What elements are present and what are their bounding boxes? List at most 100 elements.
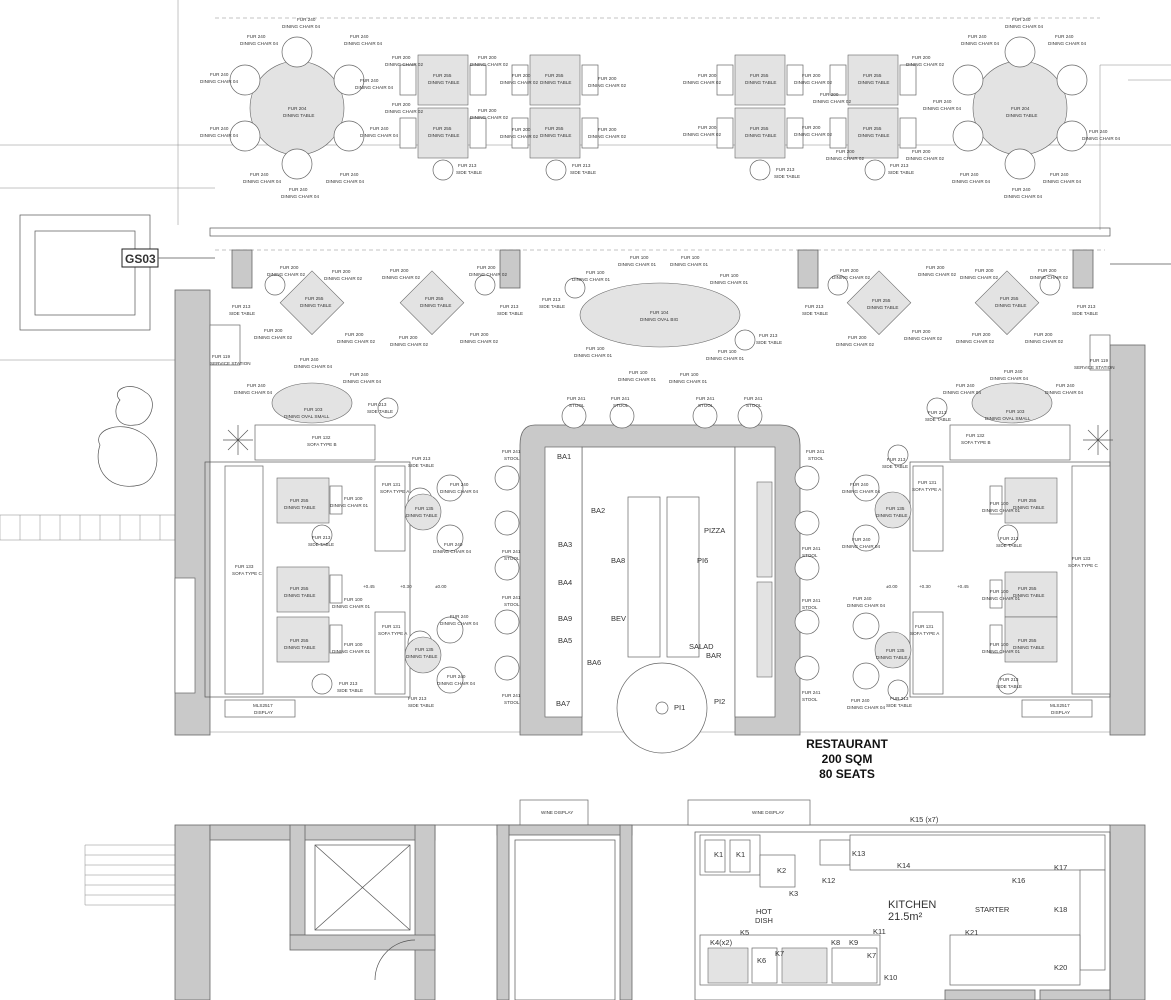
tag-code: FUR 213 (759, 333, 778, 338)
kitchen-code: K1 (714, 850, 723, 859)
tag-code: FUR 100 (990, 642, 1009, 647)
tag-code: FUR 200 (390, 268, 409, 273)
tag-code: FUR 200 (478, 55, 497, 60)
tag-code: FUR 100 (344, 642, 363, 647)
tag-code: FUR 200 (399, 335, 418, 340)
sofa-area-left: FUR 255 DINING TABLE FUR 255 DINING TABL… (204, 424, 433, 718)
tag-code: FUR 100 (990, 501, 1009, 506)
tag-label: DINING CHAIR 04 (343, 379, 381, 384)
tree-shape (115, 386, 153, 426)
tag-code: FUR 119 (1090, 358, 1108, 363)
tag-label: DINING OVAL SMALL (284, 414, 330, 419)
tag-label: DINING CHAIR 02 (385, 62, 423, 67)
tag-label: SERVICE STATION (1074, 365, 1115, 370)
tag-code: FUR 240 (247, 383, 266, 388)
tag-label: DINING CHAIR 02 (254, 335, 292, 340)
tag-code: FUR 100 (586, 346, 605, 351)
tag-code: FUR 133 (1072, 556, 1091, 561)
tag-code: FUR 240 (360, 78, 379, 83)
tag-code: FUR 240 (300, 357, 319, 362)
bar-code: BA9 (558, 614, 572, 623)
tag-code: FUR 131 (918, 480, 937, 485)
tag-label: DINING CHAIR 04 (281, 194, 319, 199)
kitchen-code: K11 (873, 927, 886, 936)
tag-code: FUR 255 (433, 73, 452, 78)
tag-label: DINING CHAIR 04 (440, 489, 478, 494)
kitchen-code: K21 (965, 928, 978, 937)
tag-label: DINING CHAIR 04 (1004, 194, 1042, 199)
tag-code: FUR 213 (1077, 304, 1096, 309)
tag-label: DINING TABLE (1013, 645, 1044, 650)
tag-code: FUR 240 (370, 126, 389, 131)
tag-label: DINING CHAIR 01 (670, 262, 708, 267)
level-marks: +0.45 +0.30 ±0.00 ±0.00 +0.30 +0.45 (363, 584, 969, 589)
tag-code: FUR 240 (852, 537, 871, 542)
tag-label: SIDE TABLE (996, 684, 1022, 689)
tag-code: FUR 241 (806, 449, 825, 454)
tag-label: SOFA TYPE A (912, 487, 942, 492)
tag-label: DINING CHAIR 01 (710, 280, 748, 285)
tag-label: DINING TABLE (406, 513, 437, 518)
tag-code: FUR 200 (512, 73, 531, 78)
wine-displays: WINE DISPLAY WINE DISPLAY (519, 799, 811, 826)
tag-code: FUR 240 (210, 72, 229, 77)
tag-label: DINING CHAIR 01 (330, 503, 368, 508)
tag-code: FUR 200 (848, 335, 867, 340)
tag-label: SIDE TABLE (1072, 311, 1098, 316)
tag-code: FUR 100 (629, 370, 648, 375)
kitchen-code: K13 (852, 849, 865, 858)
tag-label: DINING CHAIR 02 (470, 62, 508, 67)
bar-counter: FUR 241 STOOL FUR 241 STOOL FUR 241 STOO… (494, 396, 825, 754)
tag-label: STOOL (504, 556, 520, 561)
tag-label: DINING CHAIR 02 (382, 275, 420, 280)
tag-code: FUR 131 (915, 624, 934, 629)
tag-label: SIDE TABLE (456, 170, 482, 175)
stairs (84, 844, 175, 906)
tag-label: DINING CHAIR 02 (1030, 275, 1068, 280)
kitchen-code: K7 (867, 951, 876, 960)
tag-label: DINING CHAIR 02 (904, 336, 942, 341)
bar-label: BAR (706, 651, 722, 660)
tag-code: FUR 119 (212, 354, 230, 359)
tag-code: FUR 241 (802, 598, 821, 603)
tag-code: FUR 255 (1018, 586, 1037, 591)
tag-label: DINING CHAIR 02 (324, 276, 362, 281)
tag-label: DINING OVAL SMALL (985, 416, 1031, 421)
tag-code: FUR 240 (968, 34, 987, 39)
terrace-area: FUR 204 DINING TABLE FUR 240 DINING CHAI… (0, 0, 1171, 906)
tag-label: DINING CHAIR 01 (982, 508, 1020, 513)
tag-label: DINING CHAIR 02 (683, 132, 721, 137)
tag-code: FUR 100 (720, 273, 739, 278)
tag-label: SIDE TABLE (229, 311, 255, 316)
tag-label: DINING CHAIR 04 (344, 41, 382, 46)
tag-label: DINING TABLE (867, 305, 898, 310)
tag-code: FUR 103 (1006, 409, 1025, 414)
tag-code: FUR 241 (502, 595, 521, 600)
tag-label: DINING CHAIR 02 (960, 275, 998, 280)
tag-code: FUR 241 (696, 396, 715, 401)
tag-code: FUR 255 (433, 126, 452, 131)
bar-label: PI1 (674, 703, 685, 712)
tag-code: FUR 213 (572, 163, 591, 168)
kitchen-code: K20 (1054, 963, 1067, 972)
tag-code: FUR 135 (415, 506, 434, 511)
tag-code: FUR 200 (1038, 268, 1057, 273)
kitchen-code: K15 (x7) (910, 815, 939, 824)
tag-label: DINING CHAIR 01 (332, 604, 370, 609)
tag-label: DINING CHAIR 01 (669, 379, 707, 384)
restaurant-label: RESTAURANT 200 SQM 80 SEATS (806, 737, 888, 781)
tag-label: DINING CHAIR 01 (618, 262, 656, 267)
tag-label: SIDE TABLE (497, 311, 523, 316)
tag-label: SOFA TYPE A (380, 489, 410, 494)
tag-code: FUR 255 (290, 638, 309, 643)
tag-code: FUR 241 (567, 396, 586, 401)
tag-label: STOOL (802, 697, 818, 702)
tag-label: SIDE TABLE (367, 409, 393, 414)
tag-label: SIDE TABLE (337, 688, 363, 693)
tag-code: FUR 240 (250, 172, 269, 177)
kitchen-code: K6 (757, 956, 766, 965)
tag-label: SERVICE STATION (210, 361, 251, 366)
tag-label: DINING CHAIR 02 (956, 339, 994, 344)
tag-code: FUR 240 (1050, 172, 1069, 177)
